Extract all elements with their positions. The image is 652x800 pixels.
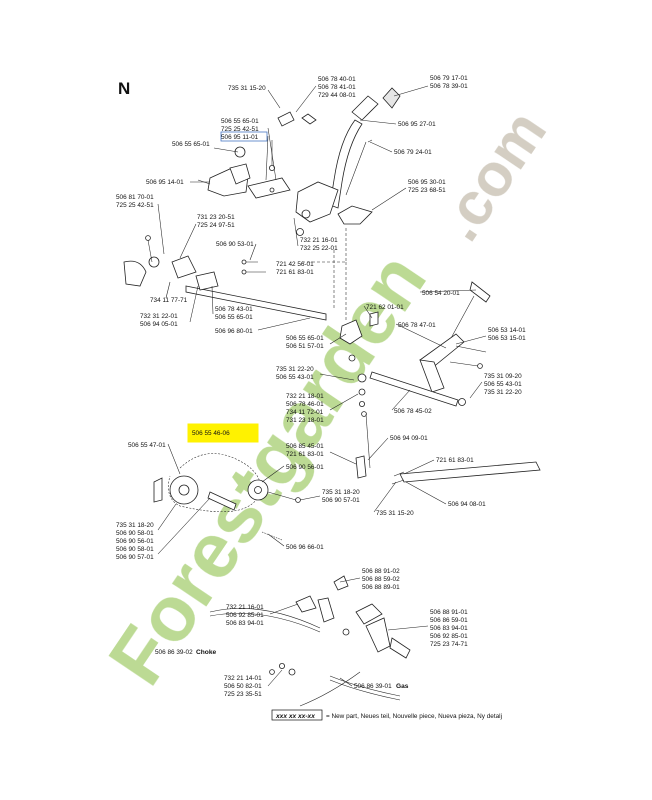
part-label: 732 21 14-01 bbox=[224, 675, 262, 682]
part-label: 734 11 77-71 bbox=[150, 297, 188, 304]
part-label: 506 51 57-01 bbox=[286, 343, 324, 350]
part-label: 731 23 18-01 bbox=[286, 417, 324, 424]
part-label: 506 79 17-01 bbox=[430, 75, 468, 82]
part-label: 506 55 47-01 bbox=[128, 442, 166, 449]
gas-label: Gas bbox=[396, 683, 409, 690]
part-label: 735 31 15-20 bbox=[228, 85, 266, 92]
part-label: 735 31 22-20 bbox=[276, 366, 314, 373]
part-label: 506 86 59-01 bbox=[430, 617, 468, 624]
part-label: 506 92 85-01 bbox=[430, 633, 468, 640]
section-letter: N bbox=[118, 79, 130, 98]
part-label: 506 55 65-01 bbox=[286, 335, 324, 342]
part-label: 506 96 66-01 bbox=[286, 544, 324, 551]
part-label: 506 83 94-01 bbox=[226, 620, 264, 627]
part-label: 506 85 45-01 bbox=[286, 443, 324, 450]
part-label: 506 94 09-01 bbox=[390, 435, 428, 442]
part-label: 725 25 42-51 bbox=[116, 202, 154, 209]
part-label: 506 88 91-01 bbox=[430, 609, 468, 616]
part-label: 506 78 39-01 bbox=[430, 83, 468, 90]
part-label: 721 42 56-01 bbox=[276, 261, 314, 268]
part-label: 506 90 58-01 bbox=[116, 546, 154, 553]
part-label: 506 78 40-01 bbox=[318, 76, 356, 83]
part-label: 506 78 47-01 bbox=[398, 322, 436, 329]
new-part-box bbox=[220, 131, 268, 142]
part-label: 732 31 22-01 bbox=[140, 313, 178, 320]
choke-label: Choke bbox=[196, 649, 216, 656]
part-label: 506 83 94-01 bbox=[430, 625, 468, 632]
part-label: 729 44 08-01 bbox=[318, 92, 356, 99]
part-label: 506 90 56-01 bbox=[286, 464, 324, 471]
part-label: 506 95 11-01 bbox=[221, 134, 259, 141]
part-label: 506 88 59-02 bbox=[362, 576, 400, 583]
part-label: 506 94 08-01 bbox=[448, 501, 486, 508]
part-label: 506 55 65-01 bbox=[221, 118, 259, 125]
part-label: 732 25 22-01 bbox=[300, 245, 338, 252]
part-label: 735 31 09-20 bbox=[484, 373, 522, 380]
part-label: 506 90 56-01 bbox=[116, 538, 154, 545]
part-label: 721 61 83-01 bbox=[276, 269, 314, 276]
part-label: 506 78 46-01 bbox=[286, 401, 324, 408]
part-label: 731 23 20-51 bbox=[197, 214, 235, 221]
part-label: 725 23 68-51 bbox=[408, 187, 446, 194]
part-label: 735 31 18-20 bbox=[116, 522, 154, 529]
labels: 735 31 15-20 506 78 40-01 506 78 41-01 7… bbox=[116, 75, 526, 698]
part-label: 725 24 97-51 bbox=[197, 222, 235, 229]
part-label: 721 62 01-01 bbox=[366, 304, 404, 311]
part-label: 725 23 74-71 bbox=[430, 641, 468, 648]
part-label: 506 94 05-01 bbox=[140, 321, 178, 328]
part-label: 506 55 43-01 bbox=[484, 381, 522, 388]
part-label: 506 90 57-01 bbox=[322, 497, 360, 504]
part-label: 725 23 35-51 bbox=[224, 691, 262, 698]
part-label: 732 21 18-01 bbox=[286, 393, 324, 400]
legend-text: = New part, Neues teil, Nouvelle piece, … bbox=[326, 713, 502, 720]
part-label: 735 31 15-20 bbox=[376, 510, 414, 517]
part-label: 506 81 70-01 bbox=[116, 194, 154, 201]
part-label: 506 55 65-01 bbox=[172, 141, 210, 148]
highlight-box bbox=[187, 423, 259, 443]
part-label: 732 21 16-01 bbox=[300, 237, 338, 244]
watermark-suffix: .com bbox=[425, 99, 559, 253]
part-label: 506 55 46-06 bbox=[192, 430, 230, 437]
part-label: 506 92 85-01 bbox=[226, 612, 264, 619]
part-label: 506 86 39-02 bbox=[155, 649, 193, 656]
part-label: 506 55 65-01 bbox=[215, 314, 253, 321]
part-label: 506 95 27-01 bbox=[398, 121, 436, 128]
part-label: 735 31 22-20 bbox=[484, 389, 522, 396]
leader-lines bbox=[157, 85, 487, 687]
legend: xxx xx xx-xx = New part, Neues teil, Nou… bbox=[271, 709, 502, 721]
part-label: 506 53 14-01 bbox=[488, 327, 526, 334]
legend-sample: xxx xx xx-xx bbox=[275, 713, 315, 720]
part-label: 734 11 72-01 bbox=[286, 409, 324, 416]
part-label: 506 78 45-02 bbox=[394, 408, 432, 415]
part-label: 506 88 91-02 bbox=[362, 568, 400, 575]
part-label: 506 90 53-01 bbox=[216, 241, 254, 248]
part-label: 725 25 42-51 bbox=[221, 126, 259, 133]
part-label: 506 50 82-01 bbox=[224, 683, 262, 690]
part-label: 732 21 16-01 bbox=[226, 604, 264, 611]
part-label: 721 61 83-01 bbox=[436, 457, 474, 464]
part-label: 506 78 43-01 bbox=[215, 306, 253, 313]
part-label: 506 90 58-01 bbox=[116, 530, 154, 537]
part-label: 506 88 89-01 bbox=[362, 584, 400, 591]
part-label: 506 53 15-01 bbox=[488, 335, 526, 342]
part-label: 506 86 39-01 bbox=[354, 683, 392, 690]
part-label: 506 79 24-01 bbox=[394, 149, 432, 156]
part-label: 506 54 20-01 bbox=[422, 290, 460, 297]
part-label: 506 90 57-01 bbox=[116, 554, 154, 561]
part-label: 735 31 18-20 bbox=[322, 489, 360, 496]
part-label: 721 61 83-01 bbox=[286, 451, 324, 458]
part-label: 506 95 14-01 bbox=[146, 179, 184, 186]
part-label: 506 95 30-01 bbox=[408, 179, 446, 186]
part-label: 506 55 43-01 bbox=[276, 374, 314, 381]
part-label: 506 78 41-01 bbox=[318, 84, 356, 91]
parts-drawing bbox=[123, 87, 541, 707]
part-label: 506 96 80-01 bbox=[215, 328, 253, 335]
